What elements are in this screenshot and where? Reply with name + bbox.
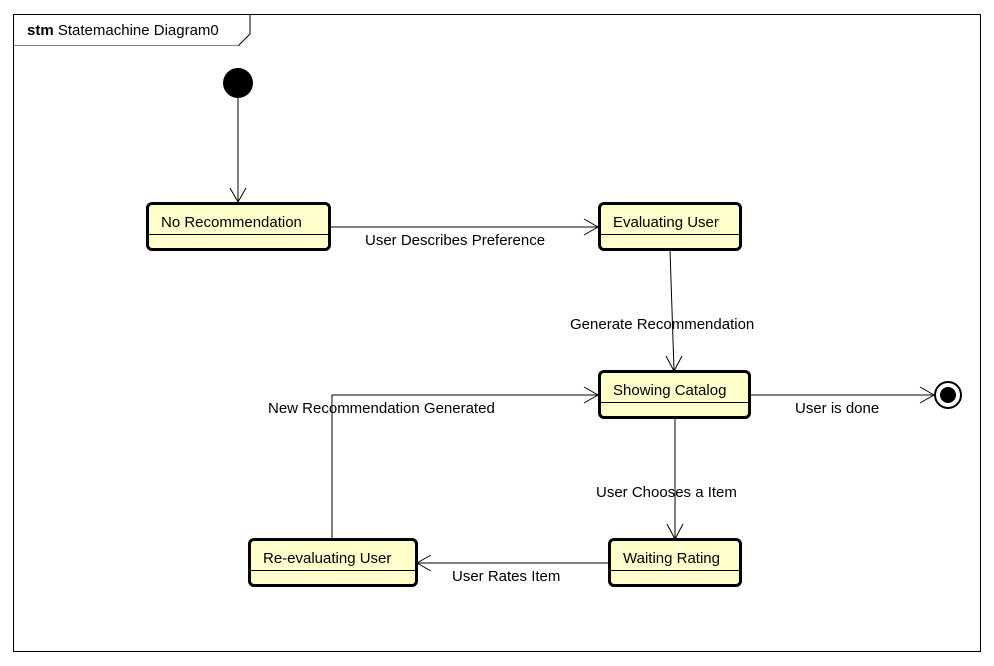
transition-label-generate-recommendation: Generate Recommendation [570, 316, 755, 333]
state-label: Re-evaluating User [263, 550, 392, 567]
state-evaluating-user[interactable]: Evaluating User [598, 202, 742, 251]
state-divider [149, 234, 328, 235]
transition-label-user-done: User is done [795, 400, 880, 417]
transition-label-chooses-item: User Chooses a Item [596, 484, 737, 501]
state-divider [601, 402, 748, 403]
diagram-frame [13, 14, 981, 652]
state-divider [611, 570, 739, 571]
frame-title: stm Statemachine Diagram0 [27, 22, 219, 39]
state-label: Showing Catalog [613, 382, 727, 399]
state-divider [251, 570, 415, 571]
transition-label-new-recommendation: New Recommendation Generated [268, 400, 495, 417]
state-re-evaluating-user[interactable]: Re-evaluating User [248, 538, 418, 587]
initial-state[interactable] [223, 68, 253, 98]
state-waiting-rating[interactable]: Waiting Rating [608, 538, 742, 587]
frame-tab [13, 14, 251, 46]
edge-new-recommendation [331, 394, 598, 538]
diagram-title: Statemachine Diagram0 [57, 22, 219, 39]
state-label: Evaluating User [613, 214, 719, 231]
state-no-recommendation[interactable]: No Recommendation [146, 202, 331, 251]
state-showing-catalog[interactable]: Showing Catalog [598, 370, 751, 419]
edge-generate-recommendation [669, 249, 675, 371]
frame-kind: stm [27, 22, 54, 39]
state-label: Waiting Rating [623, 550, 720, 567]
state-divider [601, 234, 739, 235]
transition-label-describes-preference: User Describes Preference [365, 232, 546, 249]
state-label: No Recommendation [161, 214, 302, 231]
transition-label-rates-item: User Rates Item [452, 568, 561, 585]
final-state-core [940, 387, 956, 403]
